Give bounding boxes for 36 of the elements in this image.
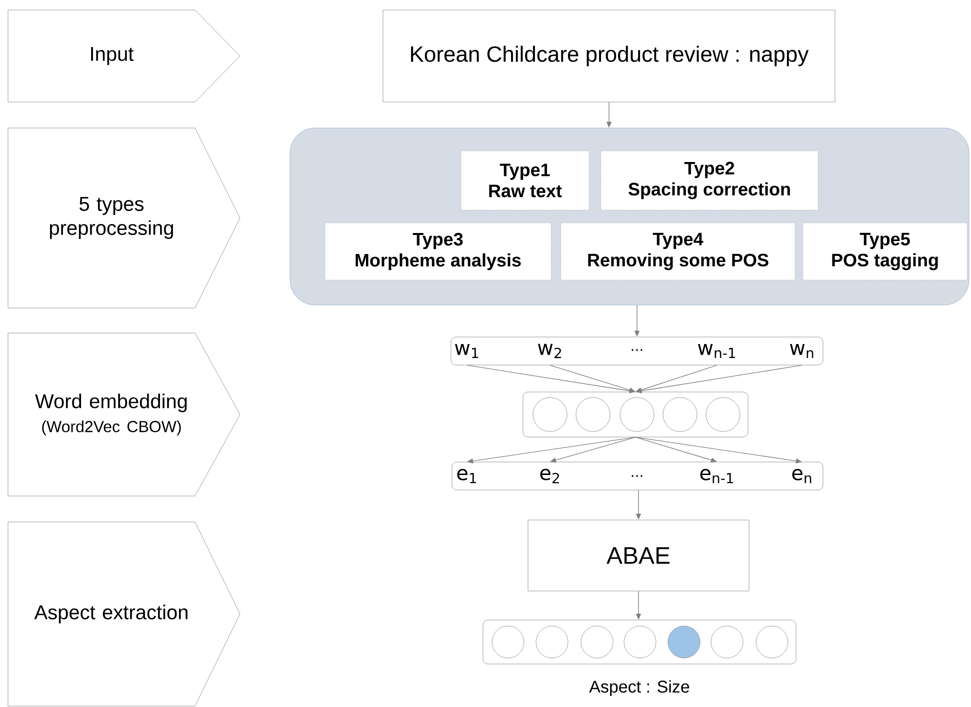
stage-label-box: Word embedding (Word2Vec CBOW) [8, 332, 240, 496]
neuron-circle [662, 397, 698, 432]
type-box: Type5 POS tagging [802, 222, 968, 280]
neuron-circle [536, 626, 568, 658]
process-box: Korean Childcare product review : nappy [382, 10, 836, 102]
neuron-circle [710, 626, 744, 658]
vector-token: e$_{n-1}$ [700, 468, 734, 484]
stage-label-box: Aspect extraction [8, 522, 240, 706]
neuron-circle [756, 626, 788, 658]
vector-token: e$_{n}$ [792, 468, 812, 484]
neuron-circle [706, 397, 740, 432]
process-box: ABAE [528, 520, 750, 592]
ellipsis: ... [632, 349, 642, 351]
neuron-circle [576, 397, 610, 432]
neuron-circle [492, 626, 524, 658]
vector-token: w$_{n}$ [790, 344, 814, 358]
neuron-circle [620, 397, 654, 432]
neuron-circle [624, 626, 656, 658]
type-box: Type1 Raw text [460, 150, 590, 210]
vector-box [452, 462, 824, 490]
vector-token: e$_{1}$ [457, 468, 476, 484]
vector-token: w$_{n-1}$ [698, 344, 736, 358]
vector-token: e$_{2}$ [540, 468, 559, 484]
neuron-circle [580, 626, 614, 658]
vector-box [450, 336, 824, 366]
neuron-circle [532, 397, 568, 432]
vector-token: w$_{1}$ [454, 344, 478, 358]
ellipsis: ... [632, 475, 642, 477]
type-box: Type2 Spacing correction [600, 150, 818, 210]
vector-token: w$_{2}$ [538, 344, 561, 358]
stage-label-box: 5 types preprocessing [8, 128, 240, 308]
type-box: Type3 Morpheme analysis [324, 222, 552, 280]
stage-label-box: Input [8, 10, 240, 102]
type-box: Type4 Removing some POS [560, 222, 796, 280]
caption-text: Aspect : Size [589, 680, 690, 696]
neuron-circle [668, 626, 700, 658]
